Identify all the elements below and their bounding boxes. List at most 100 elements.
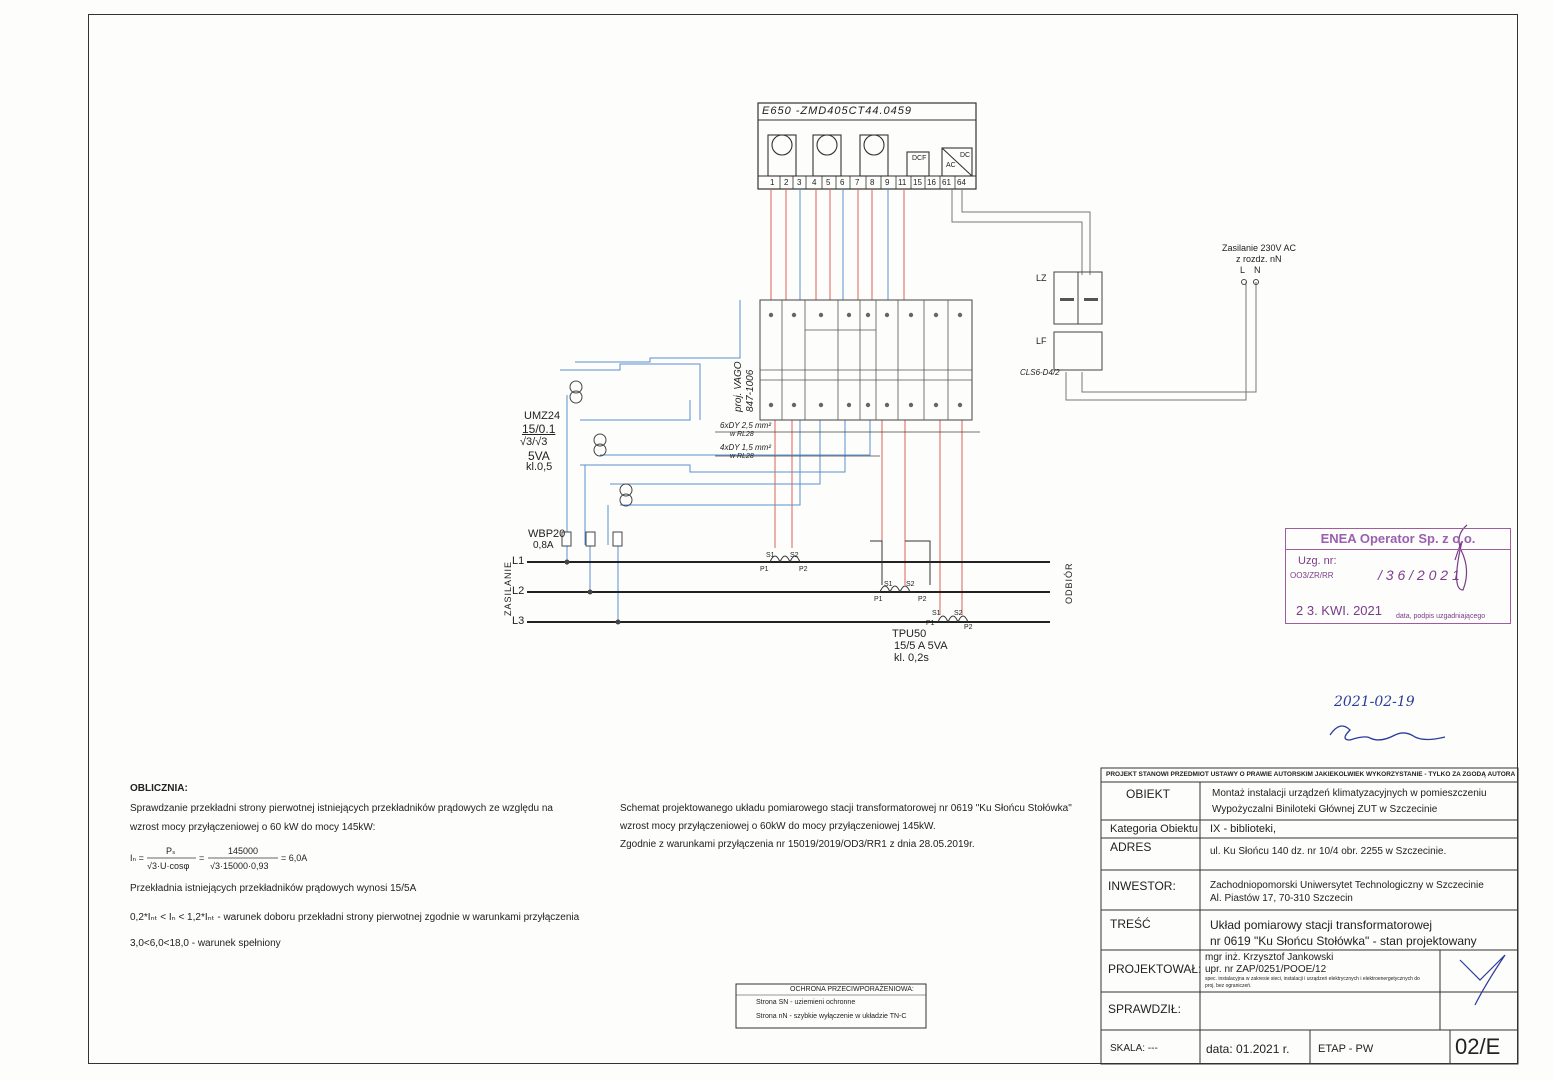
approval-stamp: ENEA Operator Sp. z o.o. Uzg. nr: OO3/ZR…	[1285, 528, 1511, 624]
formula-eq: =	[199, 853, 205, 863]
meter-terminal: 11	[898, 178, 907, 187]
meter-terminal: 6	[840, 178, 845, 187]
ct-name: TPU50	[892, 628, 927, 640]
calc-line2: wzrost mocy przyłączeniowej o 60 kW do m…	[130, 822, 376, 833]
proj-line4: proj. bez ograniczeń.	[1205, 983, 1252, 989]
inwestor-line1: Zachodniopomorski Uniwersytet Technologi…	[1210, 880, 1484, 891]
fuse-name: WBP20	[528, 528, 566, 540]
projektowal-label: PROJEKTOWAŁ:	[1108, 962, 1202, 976]
ct3-p1: P1	[926, 620, 935, 627]
supply-l: L	[1240, 265, 1246, 275]
supply-n: N	[1254, 265, 1261, 275]
vt-class: kl.0,5	[526, 461, 553, 473]
kategoria-value: IX - biblioteki,	[1210, 823, 1277, 835]
tresc-line2: nr 0619 "Ku Słońcu Stołówka" - stan proj…	[1210, 934, 1477, 948]
cable1-label: 6xDY 2,5 mm²	[720, 421, 771, 430]
meter-terminal: 1	[770, 178, 775, 187]
proj-line1: mgr inż. Krzysztof Jankowski	[1205, 952, 1334, 963]
etap-label: ETAP - PW	[1318, 1043, 1374, 1055]
meter-terminal: 15	[913, 178, 922, 187]
handwritten-date: 2021-02-19	[1334, 694, 1415, 710]
ct1-p2: P2	[799, 566, 808, 573]
ct2-s1: S1	[884, 581, 893, 588]
calc-line1: Sprawdzanie przekładni strony pierwotnej…	[130, 803, 553, 814]
meter-terminal: 7	[855, 178, 860, 187]
title-block-header: PROJEKT STANOWI PRZEDMIOT USTAWY O PRAWI…	[1106, 771, 1516, 778]
formula-num: Pₛ	[166, 846, 176, 856]
meter-terminal: 16	[927, 178, 936, 187]
vt-ratio: 15/0.1	[522, 422, 556, 436]
adres-label: ADRES	[1110, 840, 1152, 854]
ct1-s2: S2	[790, 552, 799, 559]
ct2-s2: S2	[906, 581, 915, 588]
adres-value: ul. Ku Słońcu 140 dz. nr 10/4 obr. 2255 …	[1210, 846, 1447, 857]
stamp-reg-number: / 3 6 / 2 0 2 1	[1378, 567, 1460, 583]
tresc-line1: Układ pomiarowy stacji transformatorowej	[1210, 918, 1433, 932]
supply-label: Zasilanie 230V AC	[1222, 243, 1297, 253]
supply-side-label: ZASILANIE	[503, 560, 513, 616]
obiekt-label: OBIEKT	[1126, 787, 1171, 801]
meter-title: E650 -ZMD405CT44.0459	[762, 105, 913, 117]
ac-label: AC	[946, 162, 956, 169]
ct2-p2: P2	[918, 596, 927, 603]
kategoria-label: Kategoria Obiektu	[1110, 823, 1199, 835]
ct1-p1: P1	[760, 566, 769, 573]
line-l3-label: L3	[512, 615, 525, 627]
lf-model: CLS6-D4/2	[1020, 368, 1060, 377]
terminal-block-model: 847-1006	[745, 369, 756, 412]
formula-result: = 6,0A	[281, 853, 308, 863]
fuse-rating: 0,8A	[533, 540, 554, 551]
inwestor-label: INWESTOR:	[1108, 879, 1176, 893]
meter-terminal: 3	[797, 178, 802, 187]
formula-den2: √3·15000·0,93	[210, 861, 269, 871]
sprawdzil-label: SPRAWDZIŁ:	[1108, 1002, 1181, 1016]
scheme-line2: wzrost mocy przyłączeniowej o 60kW do mo…	[620, 821, 936, 832]
meter-terminal: 4	[812, 178, 817, 187]
terminal-block-label: proj. VAGO	[733, 361, 744, 412]
stamp-company: ENEA Operator Sp. z o.o.	[1286, 529, 1510, 550]
meter-terminal: 2	[784, 178, 789, 187]
sheet-number: 02/E	[1455, 1034, 1501, 1059]
stamp-reg-prefix: OO3/ZR/RR	[1290, 571, 1334, 580]
stamp-reg-label: Uzg. nr:	[1298, 555, 1337, 567]
calc-title: OBLICZNIA:	[130, 783, 188, 794]
scheme-line3: Zgodnie z warunkami przyłączenia nr 1501…	[620, 839, 975, 850]
meter-terminal: 5	[826, 178, 831, 187]
meter-terminal: 64	[957, 178, 966, 187]
protection-row1: Strona SN - uziemieni ochronne	[756, 999, 856, 1006]
cable1-sub: w RL28	[730, 431, 754, 438]
calc-line4: 0,2*Iₙₜ < Iₙ < 1,2*Iₙₜ - warunek doboru …	[130, 912, 580, 923]
tresc-label: TREŚĆ	[1110, 917, 1151, 931]
vt-ratio-sub: √3/√3	[520, 436, 548, 448]
meter-terminal: 8	[870, 178, 875, 187]
obiekt-line2: Wypożyczalni Biniloteki Głównej ZUT w Sz…	[1212, 804, 1438, 815]
calc-line3: Przekładnia istniejących przekładników p…	[130, 883, 417, 894]
ct2-p1: P1	[874, 596, 883, 603]
dcf-label: DCF	[912, 155, 927, 162]
dc-label: DC	[960, 152, 971, 159]
formula-den: √3·U·cosφ	[147, 861, 190, 871]
stamp-sign-label: data, podpis uzgadniającego	[1396, 613, 1486, 620]
line-l1-label: L1	[512, 555, 525, 567]
drawing-frame	[88, 14, 1518, 1064]
skala-label: SKALA: ---	[1110, 1043, 1158, 1054]
ct1-s1: S1	[766, 552, 775, 559]
meter-terminal: 9	[885, 178, 890, 187]
cable2-sub: w RL28	[730, 453, 754, 460]
cable2-label: 4xDY 1,5 mm²	[720, 443, 771, 452]
ct-ratio: 15/5 A 5VA	[894, 640, 948, 652]
meter-terminal: 61	[942, 178, 951, 187]
line-l2-label: L2	[512, 585, 525, 597]
vt-name: UMZ24	[524, 410, 561, 422]
protection-title: OCHRONA PRZECIWPORAŻENIOWA:	[790, 986, 914, 993]
formula-lhs: Iₙ =	[130, 853, 144, 863]
formula-num2: 145000	[228, 846, 259, 856]
obiekt-line1: Montaż instalacji urządzeń klimatyzacyjn…	[1212, 788, 1487, 799]
vt-power: 5VA	[528, 449, 550, 463]
inwestor-line2: Al. Piastów 17, 70-310 Szczecin	[1210, 893, 1353, 904]
ct3-s1: S1	[932, 610, 941, 617]
ct3-p2: P2	[964, 624, 973, 631]
proj-line3: spec. instalacyjna w zakresie sieci, ins…	[1205, 976, 1420, 982]
calc-line5: 3,0<6,0<18,0 - warunek spełniony	[130, 938, 281, 949]
ct3-s2: S2	[954, 610, 963, 617]
